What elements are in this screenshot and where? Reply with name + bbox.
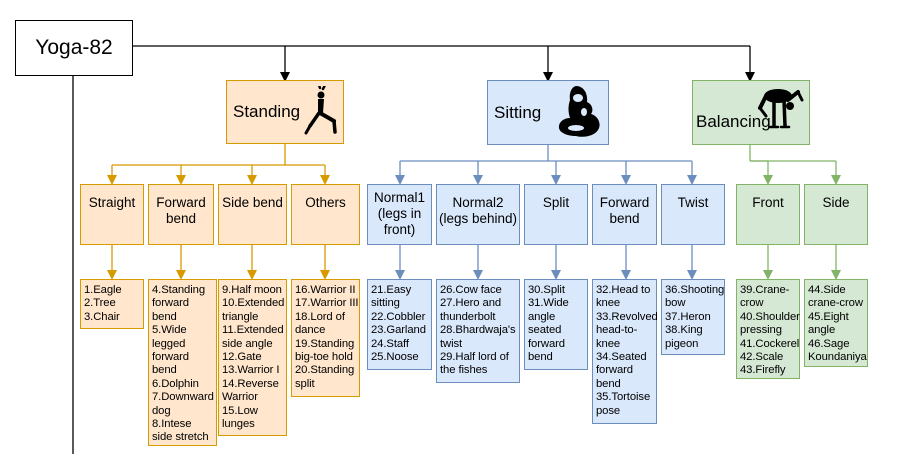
- subcategory-twist: Twist: [661, 184, 725, 245]
- category-balancing: Balancing: [692, 80, 810, 145]
- pose-list: 32.Head to knee 33.Revolved head-to- kne…: [592, 279, 658, 424]
- pose-list: 26.Cow face 27.Hero and thunderbolt 28.B…: [436, 279, 520, 383]
- pose-list-text: 26.Cow face 27.Hero and thunderbolt 28.B…: [440, 284, 516, 377]
- root-node: Yoga-82: [15, 20, 133, 76]
- subcategory-others: Others: [291, 184, 360, 245]
- sitting-pose-icon: [558, 86, 600, 137]
- subcategory-seated-forward-bend: Forward bend: [592, 184, 657, 245]
- category-label: Sitting: [494, 102, 542, 122]
- pose-list-text: 16.Warrior II 17.Warrior III 18.Lord of …: [295, 284, 359, 390]
- category-standing: Standing: [226, 80, 344, 144]
- pose-list: 36.Shooting bow 37.Heron 38.King pigeon: [661, 279, 725, 355]
- pose-list-text: 36.Shooting bow 37.Heron 38.King pigeon: [665, 284, 725, 350]
- pose-list-text: 4.Standing forward bend 5.Wide legged fo…: [152, 284, 214, 444]
- pose-list-text: 30.Split 31.Wide angle seated forward be…: [528, 284, 569, 364]
- subcategory-side: Side: [804, 184, 868, 245]
- pose-list: 21.Easy sitting 22.Cobbler 23.Garland 24…: [367, 279, 432, 370]
- root-label: Yoga-82: [35, 36, 113, 59]
- pose-list-text: 44.Side crane-crow 45.Eight angle 46.Sag…: [808, 284, 867, 364]
- subcategory-label: Forward bend: [599, 195, 650, 226]
- pose-list-text: 21.Easy sitting 22.Cobbler 23.Garland 24…: [371, 284, 426, 364]
- subcategory-normal1: Normal1 (legs in front): [367, 184, 432, 245]
- pose-list: 44.Side crane-crow 45.Eight angle 46.Sag…: [804, 279, 868, 367]
- subcategory-label: Others: [305, 195, 346, 210]
- subcategory-label: Side bend: [222, 195, 283, 210]
- pose-list: 4.Standing forward bend 5.Wide legged fo…: [148, 279, 217, 446]
- category-label: Standing: [233, 102, 301, 121]
- subcategory-label: Normal2 (legs behind): [438, 195, 518, 226]
- pose-list: 39.Crane- crow 40.Shoulder pressing 41.C…: [736, 279, 800, 379]
- balancing-pose-icon: [758, 89, 804, 129]
- subcategory-label: Side: [822, 195, 850, 210]
- subcategory-label: Normal1 (legs in front): [373, 190, 425, 237]
- subcategory-normal2: Normal2 (legs behind): [436, 184, 520, 245]
- subcategory-label: Twist: [677, 195, 709, 210]
- subcategory-label: Straight: [88, 195, 136, 210]
- pose-list-text: 32.Head to knee 33.Revolved head-to- kne…: [596, 284, 658, 417]
- pose-list: 9.Half moon 10.Extended triangle 11.Exte…: [218, 279, 287, 436]
- subcategory-label: Split: [542, 195, 570, 210]
- subcategory-label: Front: [752, 195, 784, 210]
- pose-list-text: 39.Crane- crow 40.Shoulder pressing 41.C…: [740, 284, 800, 377]
- subcategory-side-bend: Side bend: [218, 184, 287, 245]
- subcategory-straight: Straight: [80, 184, 144, 245]
- pose-list: 30.Split 31.Wide angle seated forward be…: [524, 279, 588, 370]
- subcategory-label: Forward bend: [156, 195, 206, 226]
- category-label: Balancing: [696, 111, 771, 131]
- subcategory-split: Split: [524, 184, 588, 245]
- pose-list: 1.Eagle 2.Tree 3.Chair: [80, 279, 144, 329]
- pose-list-text: 9.Half moon 10.Extended triangle 11.Exte…: [222, 284, 285, 431]
- subcategory-forward-bend: Forward bend: [148, 184, 214, 245]
- pose-list-text: 1.Eagle 2.Tree 3.Chair: [84, 284, 122, 323]
- pose-list: 16.Warrior II 17.Warrior III 18.Lord of …: [291, 279, 360, 397]
- standing-pose-icon: [304, 86, 337, 135]
- subcategory-front: Front: [736, 184, 800, 245]
